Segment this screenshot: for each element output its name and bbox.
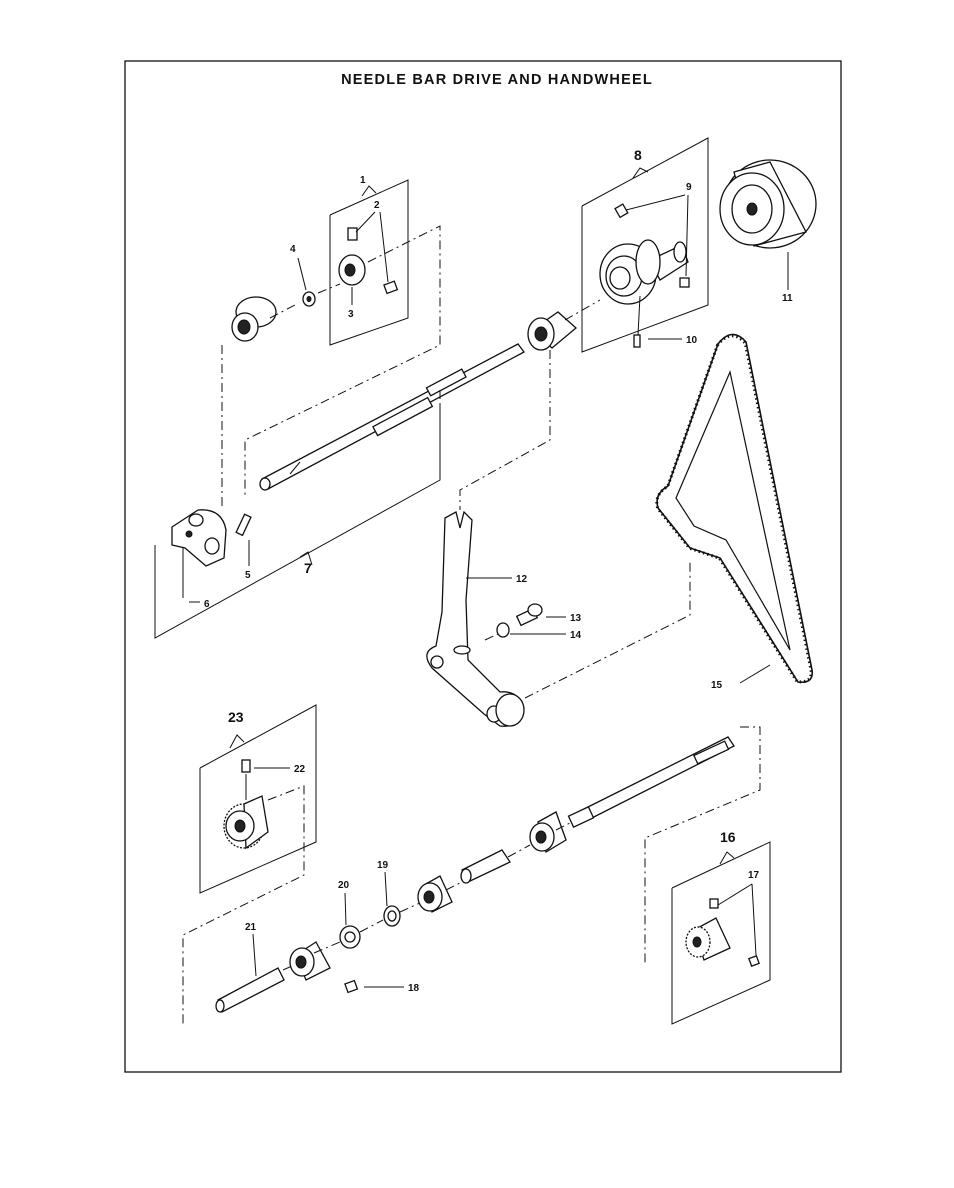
callout-16: 16 xyxy=(720,829,736,845)
callout-15: 15 xyxy=(711,680,723,691)
part-bushing-left xyxy=(232,297,276,341)
callout-10: 10 xyxy=(686,335,698,346)
callout-22: 22 xyxy=(294,764,306,775)
callout-13: 13 xyxy=(570,613,582,624)
callout-7: 7 xyxy=(304,560,312,576)
callout-1: 1 xyxy=(360,175,366,186)
callout-20: 20 xyxy=(338,880,350,891)
callout-4: 4 xyxy=(290,244,296,255)
callout-2: 2 xyxy=(374,200,380,211)
part-needle-bar-shaft xyxy=(260,344,524,490)
callout-21: 21 xyxy=(245,922,257,933)
callout-19: 19 xyxy=(377,860,389,871)
part-bushing-lower-mid xyxy=(418,876,452,912)
callout-8: 8 xyxy=(634,147,642,163)
part-ring-19 xyxy=(384,872,400,926)
callout-5: 5 xyxy=(245,570,251,581)
part-handwheel xyxy=(720,160,816,290)
part-screw-13 xyxy=(517,604,566,625)
part-timing-belt xyxy=(657,334,812,683)
callout-23: 23 xyxy=(228,709,244,725)
part-bevel-gear-23 xyxy=(224,760,290,848)
callout-12: 12 xyxy=(516,574,528,585)
callout-9: 9 xyxy=(686,182,692,193)
part-washer-14 xyxy=(497,623,566,637)
part-crank xyxy=(172,510,226,566)
part-collar-with-screws xyxy=(339,212,397,305)
callout-17: 17 xyxy=(748,870,760,881)
part-bushing-lower-left xyxy=(290,942,330,980)
part-washer-4 xyxy=(298,258,315,306)
part-lower-shaft xyxy=(568,737,734,827)
callout-3: 3 xyxy=(348,309,354,320)
part-bushing-lower-right xyxy=(530,812,566,852)
part-lever-bracket-12 xyxy=(427,512,524,726)
callout-14: 14 xyxy=(570,630,582,641)
diagram-title: NEEDLE BAR DRIVE AND HANDWHEEL xyxy=(341,72,653,88)
part-set-screw-18 xyxy=(345,981,404,993)
part-gear-hub xyxy=(600,195,689,347)
part-pin-5 xyxy=(236,514,251,566)
callout-6: 6 xyxy=(204,599,210,610)
callout-18: 18 xyxy=(408,983,420,994)
part-washer-20 xyxy=(340,893,360,948)
part-short-shaft-21 xyxy=(216,934,284,1012)
callout-11: 11 xyxy=(782,293,793,304)
part-pinion-gear-16 xyxy=(686,884,759,966)
part-sleeve-slotted xyxy=(461,850,510,883)
